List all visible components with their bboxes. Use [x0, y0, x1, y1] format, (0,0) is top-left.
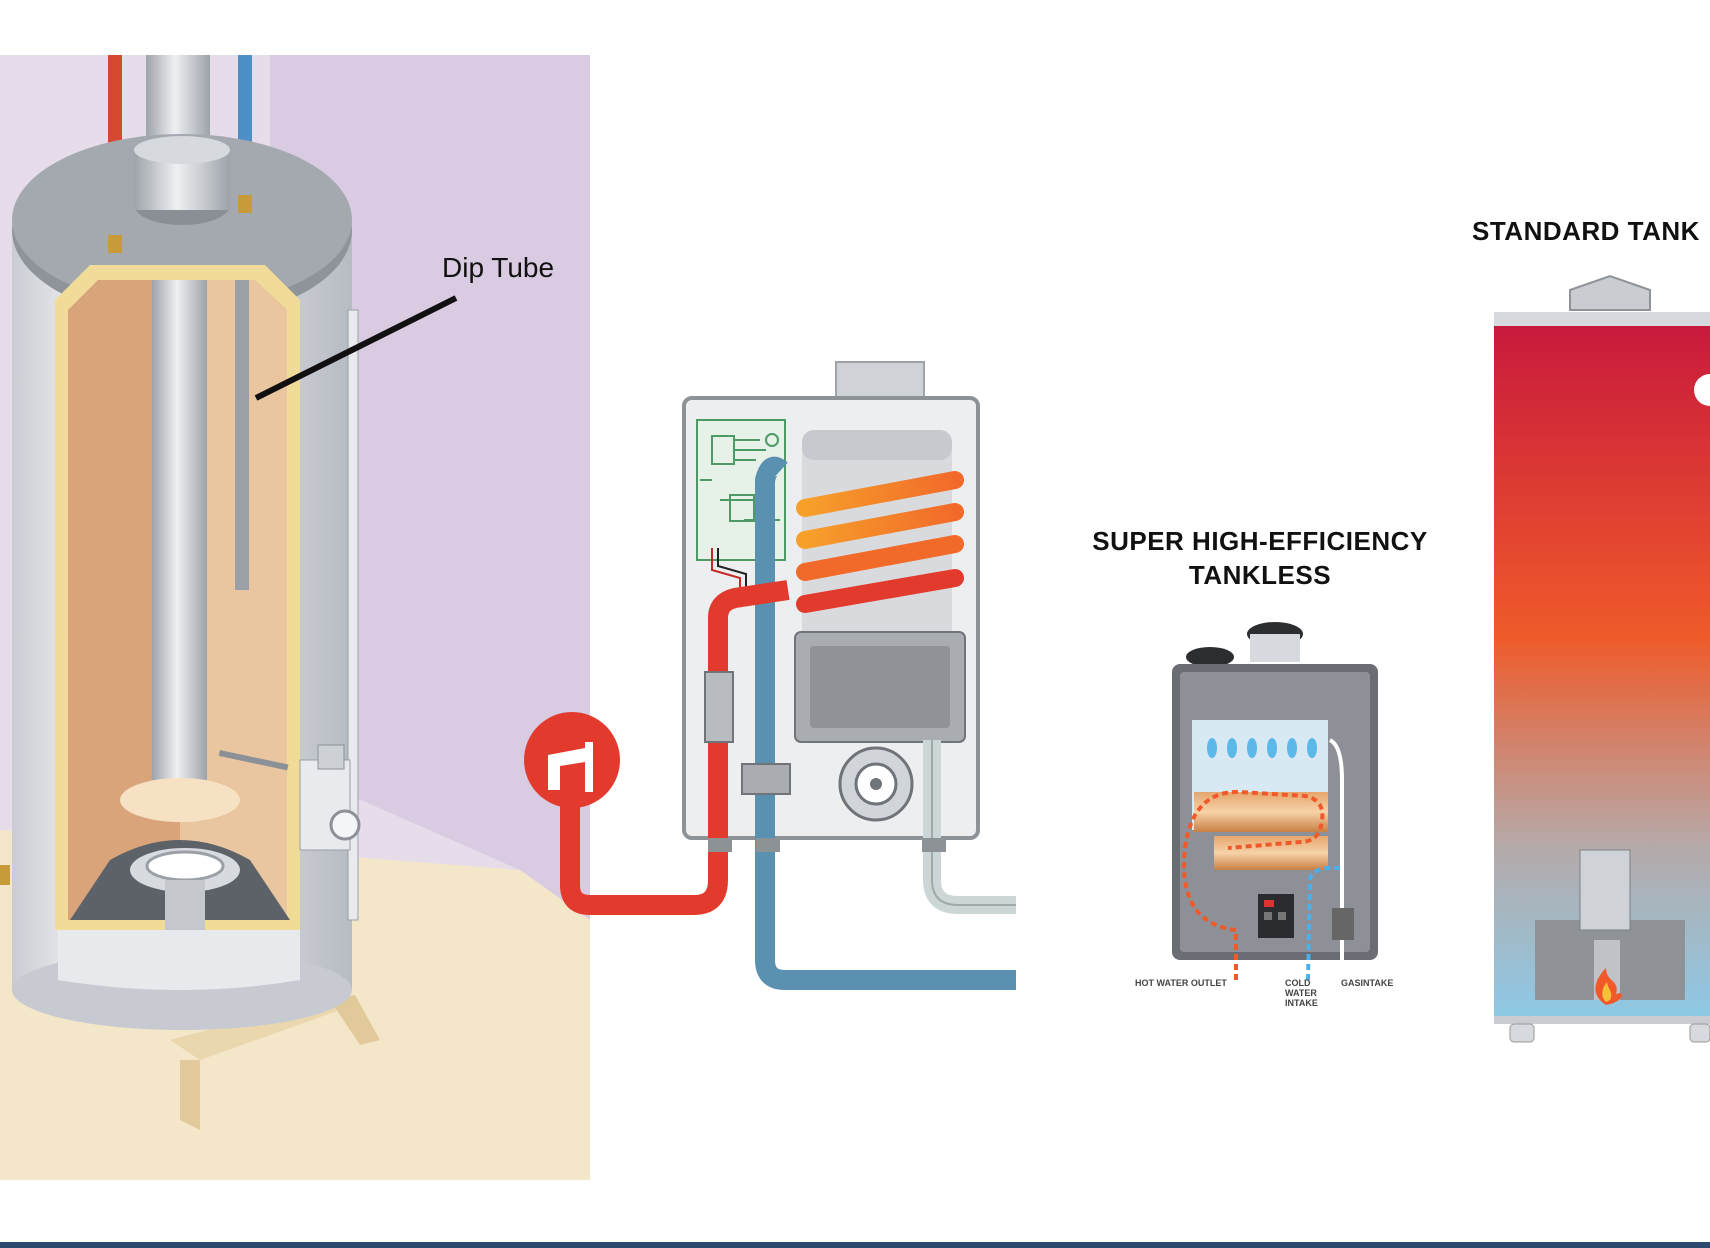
tankless-unit-diagram: [524, 361, 1016, 990]
heating-coils: [796, 471, 964, 613]
bottom-bar: [0, 1242, 1710, 1248]
super-title-line2: TANKLESS: [1188, 560, 1332, 590]
standard-tank-diagram: [1494, 274, 1710, 1043]
cold-label-line1: COLD: [1285, 978, 1311, 988]
hot-water-outlet-label: HOT WATER OUTLET: [1135, 978, 1227, 988]
super-title-line1: SUPER HIGH-EFFICIENCY: [1092, 526, 1428, 556]
super-tankless-diagram: [1172, 622, 1378, 981]
flame-icon: [1595, 968, 1622, 1005]
cold-label-line3: INTAKE: [1285, 998, 1318, 1008]
dip-tube-leader-line: [254, 295, 458, 401]
faucet-icon: [524, 712, 620, 808]
gas-intake-label: GASINTAKE: [1341, 978, 1394, 988]
cold-label-line2: WATER: [1285, 988, 1317, 998]
blue-flames: [1207, 738, 1317, 758]
super-tankless-title: SUPER HIGH-EFFICIENCY TANKLESS: [1060, 524, 1460, 592]
fan-icon: [838, 746, 914, 822]
conventional-tank-cutaway: [0, 55, 590, 1180]
dip-tube-label: Dip Tube: [442, 252, 555, 283]
standard-tank-title: STANDARD TANK: [1472, 216, 1700, 246]
cold-water-intake-label: COLD WATER INTAKE: [1285, 978, 1318, 1008]
